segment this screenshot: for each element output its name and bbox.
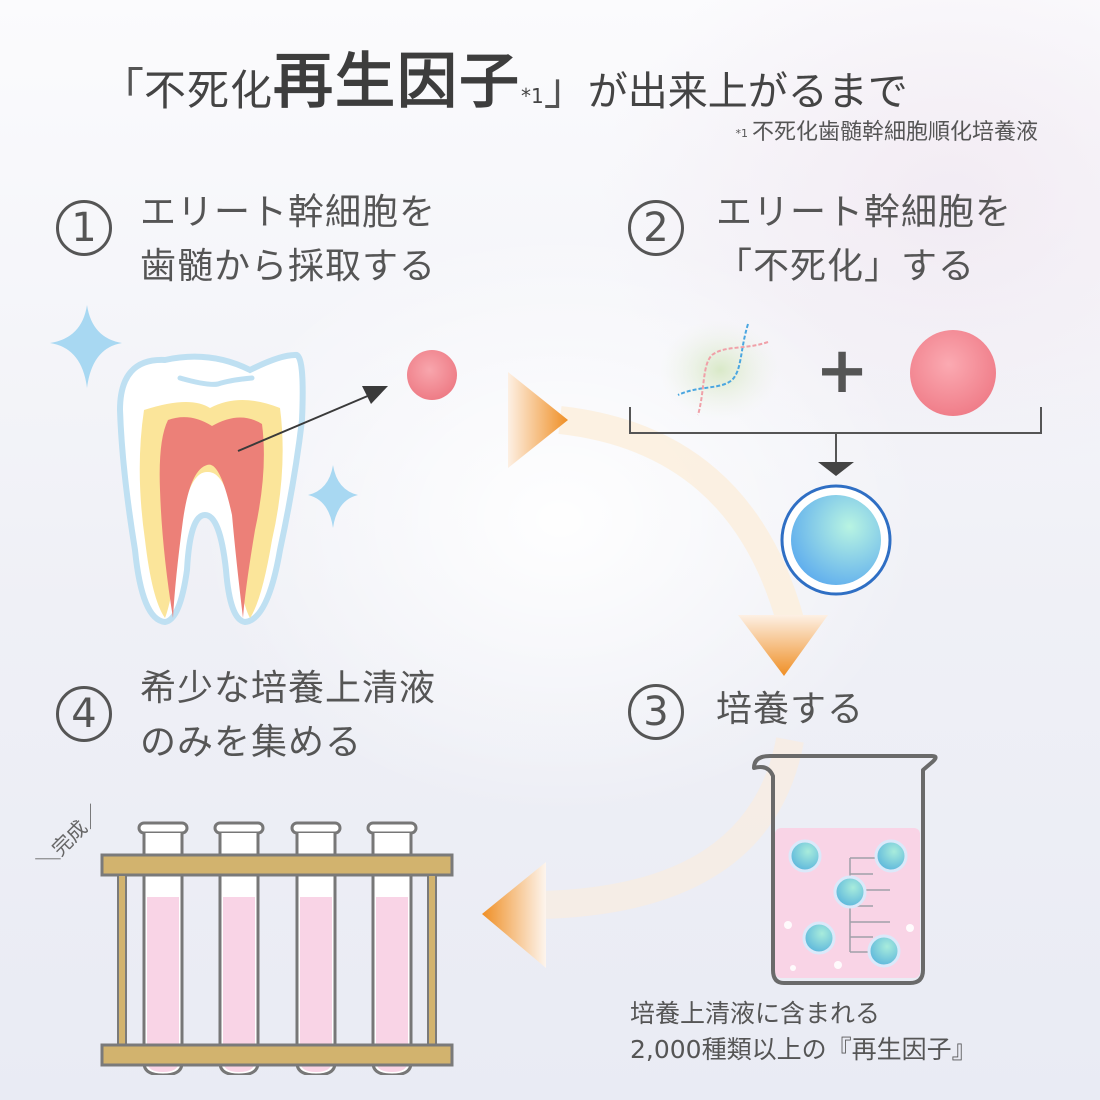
- step-3-line1: 培養する: [716, 689, 865, 730]
- footnote-mark: *1: [735, 126, 748, 140]
- arrow-down-icon: [818, 462, 854, 476]
- immortal-stem-cell: [791, 495, 881, 585]
- step-3-text: 培養する: [716, 683, 864, 737]
- step-4-line1: 希少な培養上清液: [140, 668, 437, 709]
- arrowhead-down: [738, 615, 828, 676]
- arrowhead-left: [482, 862, 546, 968]
- arrow-icon: [362, 386, 388, 404]
- rack-top-bar: [100, 853, 454, 877]
- step-1-number: 1: [56, 200, 112, 256]
- step-2-line1: エリート幹細胞を: [716, 192, 1013, 233]
- flow-arc-bottom: [539, 737, 804, 919]
- step-3-caption: 培養上清液に含まれる 2,000種類以上の『再生因子』: [630, 996, 977, 1068]
- caption-line1: 培養上清液に含まれる: [630, 999, 881, 1028]
- title-suffix: が出来上がるまで: [587, 69, 908, 115]
- arrowhead-right: [508, 372, 568, 468]
- step-3-number: 3: [628, 684, 684, 740]
- stem-cell: [910, 330, 996, 416]
- step-1-line1: エリート幹細胞を: [140, 192, 437, 233]
- title-note-mark: *1: [521, 84, 544, 108]
- page-title: 「 不死化 再生因子 *1 」 が出来上がるまで: [100, 32, 908, 112]
- step-2-line2: 「不死化」する: [716, 246, 976, 287]
- step-4-text: 希少な培養上清液 のみを集める: [140, 662, 436, 770]
- tooth-illustration: [50, 305, 457, 626]
- title-open-bracket: 「: [100, 64, 144, 115]
- test-tubes: [137, 821, 418, 1075]
- sparkle-icon: [50, 305, 122, 388]
- svg-text:+: +: [815, 334, 869, 408]
- cultured-cells: [788, 839, 908, 968]
- step-4-number: 4: [56, 686, 112, 742]
- stem-cell: [407, 350, 457, 400]
- step-1-text: エリート幹細胞を 歯髄から採取する: [140, 186, 436, 294]
- step-1-line2: 歯髄から採取する: [140, 246, 437, 287]
- sparkle-icon: [308, 465, 358, 528]
- footnote-text: 不死化歯髄幹細胞順化培養液: [751, 120, 1038, 145]
- plus-icon: +: [815, 334, 869, 408]
- rack-bottom-bar: [100, 1043, 454, 1067]
- beaker-illustration: [752, 754, 938, 985]
- immortalization-diagram: +: [629, 320, 1042, 596]
- caption-line2: 2,000種類以上の『再生因子』: [630, 1035, 977, 1064]
- title-emphasis: 再生因子: [273, 47, 522, 117]
- dna-icon: [677, 323, 769, 416]
- step-2-number: 2: [628, 200, 684, 256]
- step-2-text: エリート幹細胞を 「不死化」する: [716, 186, 1012, 294]
- step-4-line2: のみを集める: [140, 722, 363, 763]
- tooth-pulp: [159, 417, 264, 618]
- title-prefix: 不死化: [144, 66, 274, 115]
- flow-arc-top: [558, 406, 804, 624]
- test-tube-rack: [100, 821, 454, 1075]
- title-close-bracket: 」: [543, 64, 588, 115]
